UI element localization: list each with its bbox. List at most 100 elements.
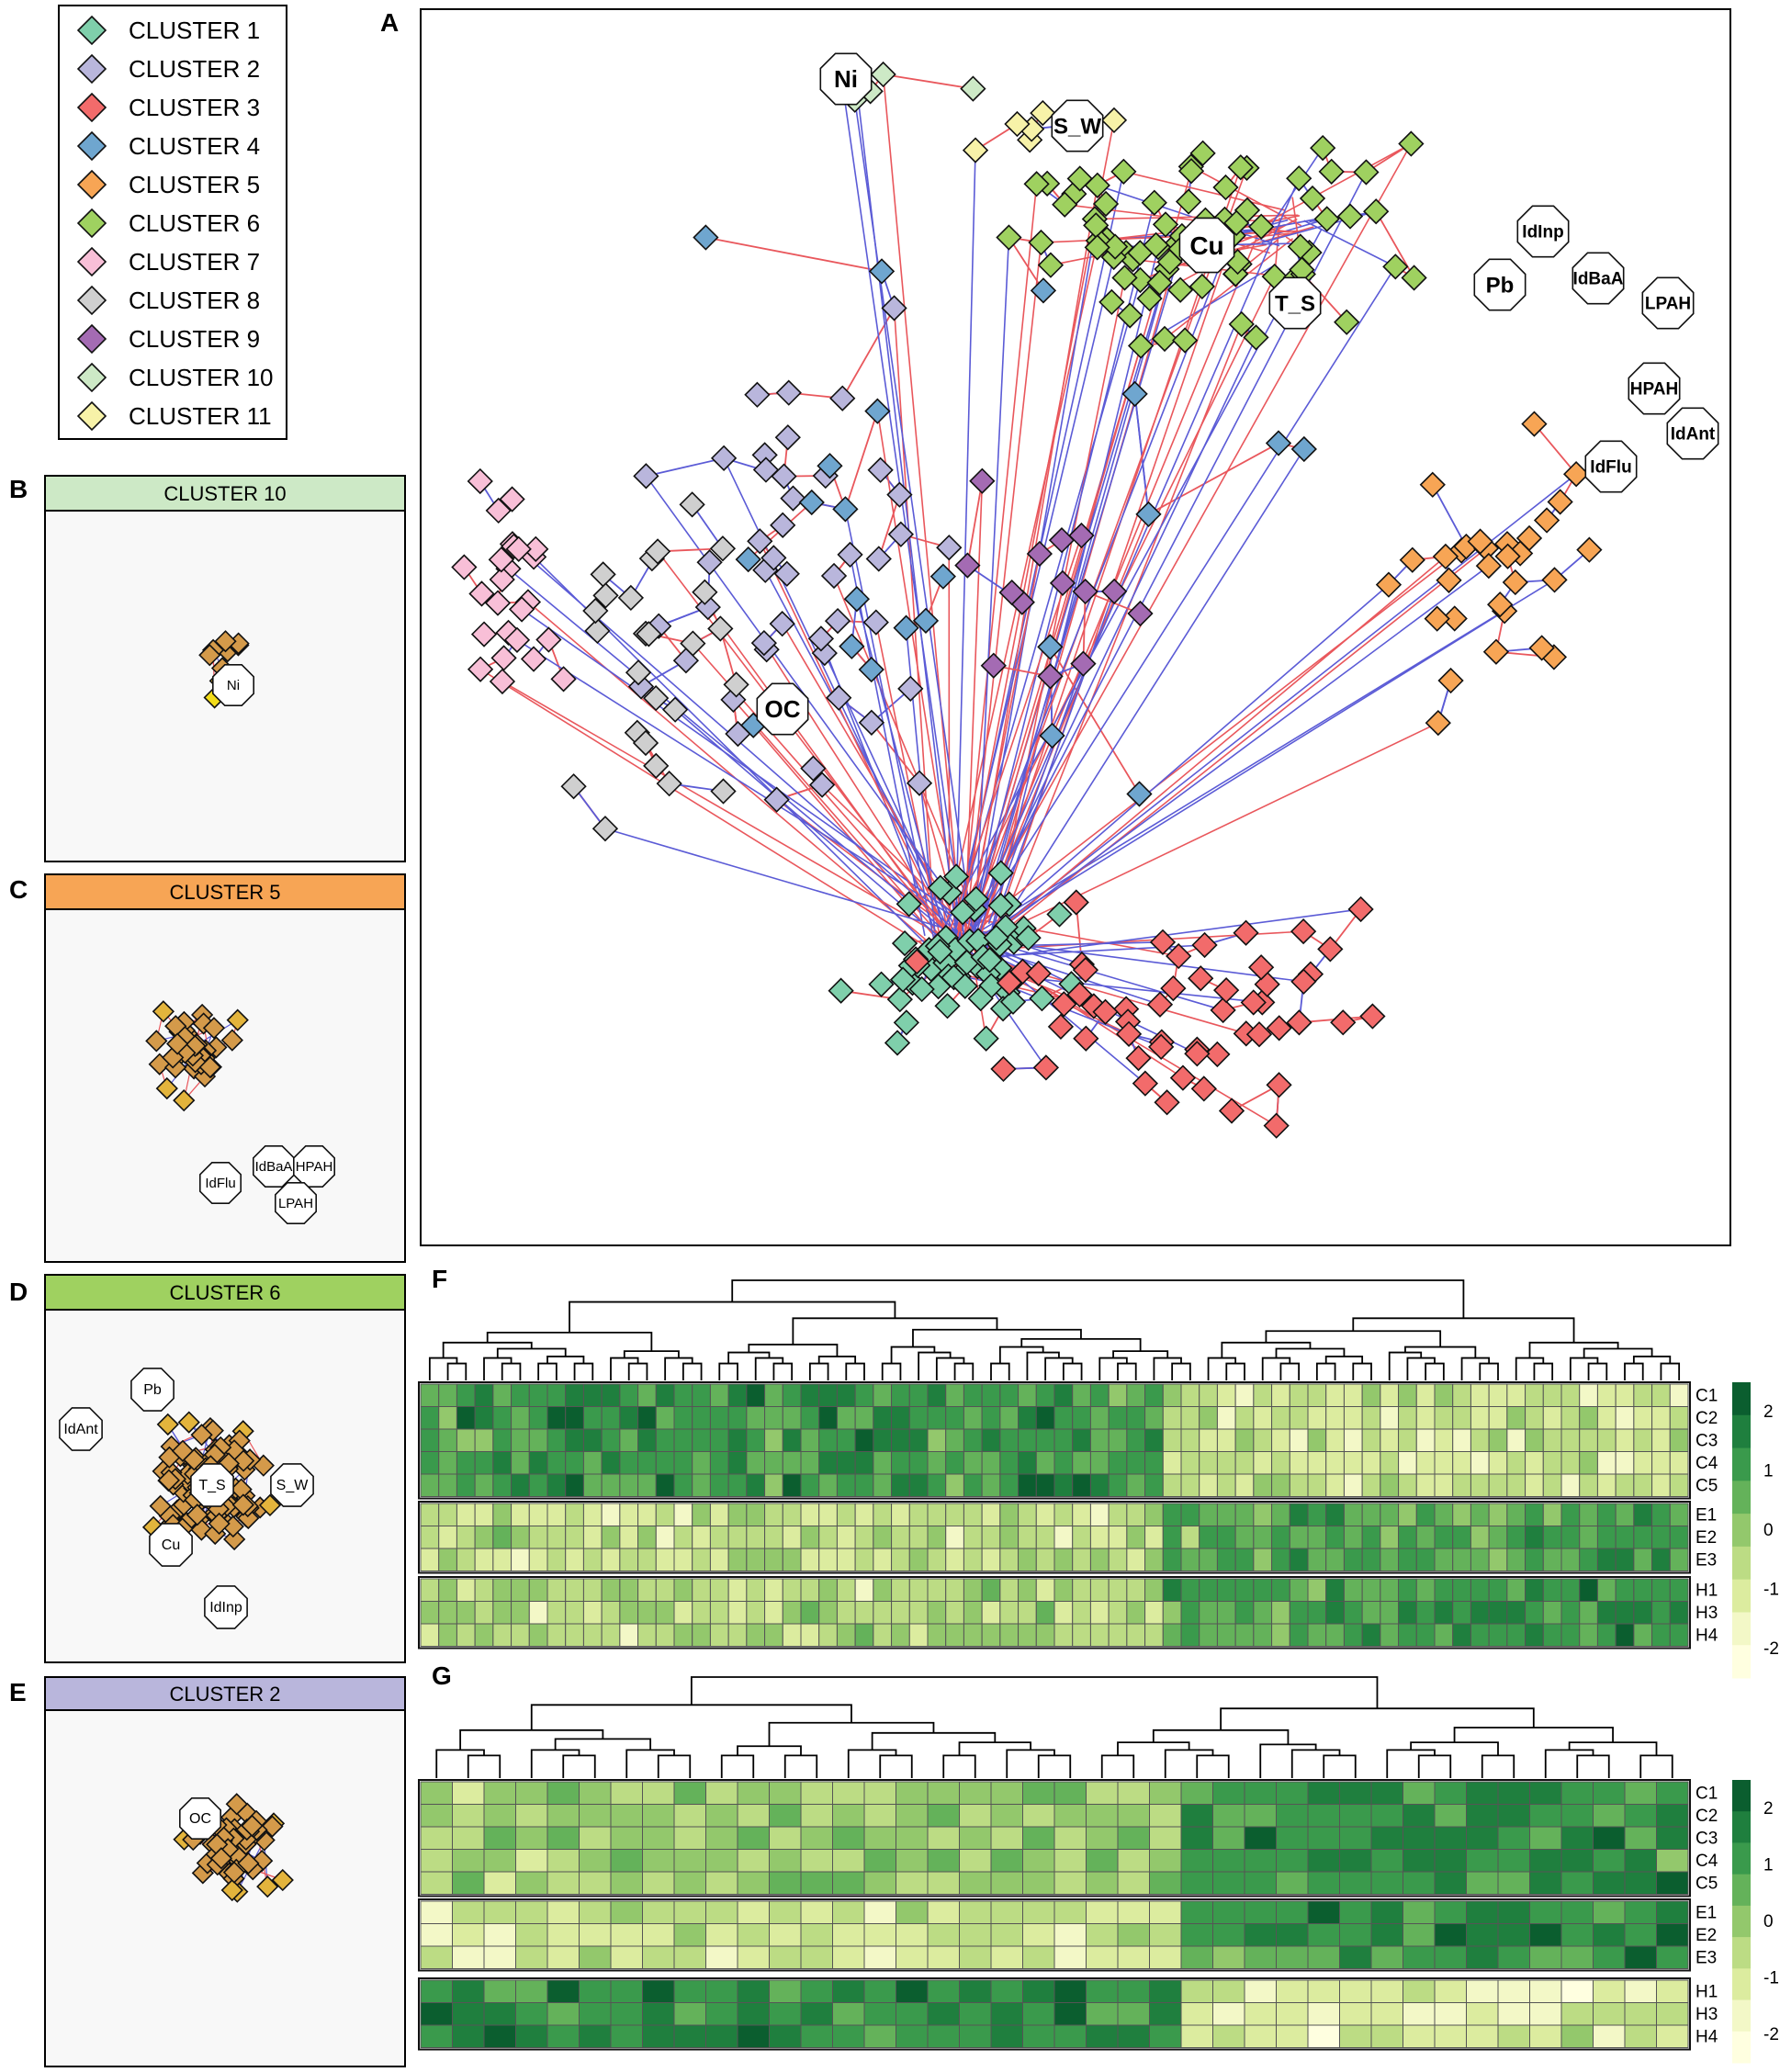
heatmap-cell: [1624, 1849, 1657, 1873]
heatmap-cell: [963, 1601, 983, 1625]
heatmap-cell: [528, 1601, 548, 1625]
heatmap-row-label-e2: E2: [1696, 1528, 1717, 1548]
heatmap-cell: [582, 1623, 603, 1647]
subpanel-c-title: CLUSTER 5: [169, 881, 280, 904]
heatmap-cell: [1339, 1826, 1372, 1850]
dendrogram-branch: [737, 1745, 802, 1756]
dendrogram-branch: [1171, 1362, 1191, 1380]
dendrogram-branch: [1153, 1357, 1182, 1380]
heatmap-cell: [1108, 1503, 1128, 1526]
heatmap-cell: [1325, 1601, 1345, 1625]
heatmap-block: [418, 1576, 1691, 1650]
heatmap-cell: [727, 1503, 748, 1526]
heatmap-cell: [863, 1849, 896, 1873]
heatmap-cell: [1656, 1849, 1689, 1873]
heatmap-cell: [1361, 1406, 1381, 1430]
heatmap-cell: [800, 1781, 833, 1805]
heatmap-cell: [981, 1406, 1001, 1430]
network-node-cluster-4: [1030, 277, 1057, 304]
heatmap-cell: [908, 1548, 929, 1571]
heatmap-cell: [800, 1826, 833, 1850]
panel-letter-b: B: [9, 475, 28, 503]
heatmap-cell: [420, 1578, 440, 1602]
heatmap-cell: [908, 1406, 929, 1430]
heatmap-cell: [673, 2024, 706, 2048]
heatmap-cell: [727, 1473, 748, 1497]
heatmap-cell: [1434, 1428, 1454, 1452]
heatmap-cell: [873, 1383, 893, 1407]
network-node-cluster-11: [1004, 110, 1031, 138]
heatmap-cell: [1072, 1548, 1091, 1571]
color-scale-tick: 0: [1763, 1521, 1774, 1540]
heatmap-cell: [474, 1451, 494, 1475]
heatmap-cell: [1596, 1548, 1617, 1571]
subpanel-b: CLUSTER 10 Ni: [44, 475, 406, 862]
heatmap-cell: [1466, 1900, 1499, 1924]
heatmap-cell: [511, 1578, 530, 1602]
heatmap-cell: [1403, 2024, 1436, 2048]
heatmap-cell: [1149, 2002, 1182, 2026]
heatmap-cell: [1307, 1623, 1327, 1647]
heatmap-cell: [1529, 1923, 1562, 1947]
heatmap-cell: [1253, 1578, 1273, 1602]
heatmap-cell: [1506, 1526, 1527, 1549]
network-node-cluster-5: [1547, 489, 1573, 515]
heatmap-cell: [582, 1406, 603, 1430]
heatmap-cell: [927, 1849, 960, 1873]
network-edge: [999, 584, 1390, 922]
color-scale-tick: -1: [1763, 1580, 1779, 1599]
network-node-cluster-1: [987, 860, 1014, 886]
heatmap-cell: [709, 1503, 729, 1526]
network-node-cluster-3: [1204, 1041, 1231, 1068]
heatmap-cell: [565, 1503, 584, 1526]
heatmap-cell: [1053, 1601, 1074, 1625]
network-node-cluster-3: [990, 1055, 1017, 1083]
dendrogram-branch: [754, 1357, 784, 1380]
heatmap-cell: [420, 1451, 440, 1475]
heatmap-cell: [854, 1578, 874, 1602]
heatmap-cell: [1271, 1428, 1290, 1452]
heatmap-cell: [764, 1578, 783, 1602]
heatmap-cell: [769, 1923, 802, 1947]
legend-swatch-4: [76, 130, 107, 162]
dendrogram-branch: [1290, 1749, 1341, 1778]
heatmap-cell: [999, 1383, 1020, 1407]
heatmap-cell: [1593, 2002, 1626, 2026]
heatmap-cell: [873, 1428, 893, 1452]
heatmap-cell: [1276, 1979, 1309, 2003]
heatmap-cell: [727, 1548, 748, 1571]
network-node-cluster-3: [1132, 1070, 1159, 1097]
heatmap-cell: [1289, 1473, 1309, 1497]
heatmap-cell: [1307, 1871, 1340, 1895]
heatmap-cell: [1488, 1548, 1508, 1571]
heatmap-cell: [1053, 1804, 1087, 1828]
network-node-cluster-6: [1111, 265, 1138, 291]
heatmap-cell: [655, 1623, 675, 1647]
heatmap-cell: [1117, 1923, 1150, 1947]
heatmap-cell: [456, 1548, 476, 1571]
heatmap-cell: [1339, 1871, 1372, 1895]
heatmap-cell: [579, 2024, 612, 2048]
heatmap-cell: [1415, 1526, 1436, 1549]
network-edge: [989, 448, 1305, 944]
heatmap-cell: [908, 1601, 929, 1625]
heatmap-cell: [1199, 1503, 1218, 1526]
heatmap-cell: [981, 1526, 1001, 1549]
dendrogram-branch: [562, 1754, 596, 1778]
heatmap-cell: [800, 1578, 820, 1602]
subpanel-hub-t_s: [190, 1463, 234, 1507]
network-node-cluster-3: [1154, 1089, 1180, 1116]
heatmap-cell: [990, 2002, 1023, 2026]
heatmap-cell: [565, 1473, 584, 1497]
heatmap-cell: [782, 1601, 802, 1625]
network-node-cluster-3: [1073, 1025, 1099, 1052]
heatmap-cell: [1180, 1945, 1213, 1969]
heatmap-cell: [1276, 1804, 1309, 1828]
heatmap-cell: [836, 1383, 856, 1407]
heatmap-cell: [1560, 1923, 1594, 1947]
heatmap-cell: [1234, 1473, 1255, 1497]
heatmap-cell: [1656, 1871, 1689, 1895]
heatmap-cell: [908, 1623, 929, 1647]
heatmap-cell: [1542, 1578, 1562, 1602]
